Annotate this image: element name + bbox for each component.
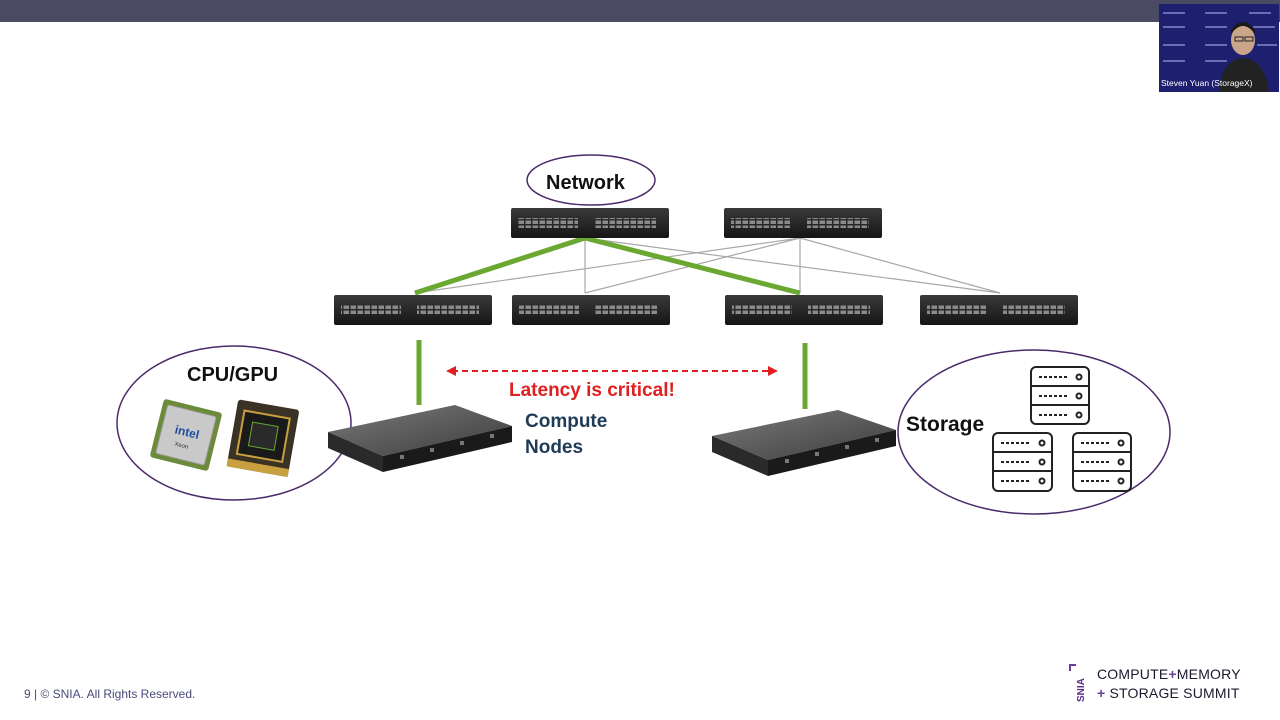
- latency-label: Latency is critical!: [509, 380, 675, 401]
- storage-ellipse: [897, 349, 1171, 515]
- compute-server-left: [328, 405, 512, 472]
- network-ellipse: [526, 154, 656, 206]
- logo-plus-2: +: [1097, 685, 1106, 701]
- network-label: Network: [546, 172, 625, 194]
- link-thin: [584, 237, 1001, 294]
- link-green-right: [584, 235, 801, 296]
- participant-name: Steven Yuan (StorageX): [1161, 78, 1253, 88]
- leaf-switch-3: [725, 295, 883, 325]
- spine-switch-2: [724, 208, 882, 238]
- presentation-slide: intel Xeon: [0, 22, 1280, 720]
- network-diagram: intel Xeon: [116, 154, 1171, 515]
- leaf-switch-2: [512, 295, 670, 325]
- leaf-switch-4: [920, 295, 1078, 325]
- slide-footer: 9 | © SNIA. All Rights Reserved.: [24, 687, 196, 701]
- cpu-gpu-ellipse: [116, 345, 352, 501]
- compute-label-line2: Nodes: [525, 437, 584, 458]
- storage-server-icon-left: [992, 432, 1053, 492]
- storage-server-icon-top: [1030, 366, 1090, 425]
- cpu-gpu-label: CPU/GPU: [187, 364, 279, 386]
- cpu-chip-icon: intel Xeon: [150, 399, 222, 471]
- logo-compute: COMPUTE: [1097, 666, 1169, 682]
- logo-storage-summit: STORAGE SUMMIT: [1109, 685, 1240, 701]
- window-top-bar: [0, 0, 1280, 22]
- chip-brand: intel: [173, 422, 200, 442]
- highlighted-path: [414, 235, 808, 409]
- storage-label: Storage: [906, 413, 985, 436]
- leaf-switch-1: [334, 295, 492, 325]
- link-thin: [799, 237, 1001, 294]
- participant-video-tile[interactable]: Steven Yuan (StorageX): [1159, 4, 1279, 92]
- summit-logo-line1: COMPUTE+MEMORY: [1097, 666, 1241, 682]
- logo-plus-1: +: [1168, 666, 1177, 682]
- compute-nodes-label: Compute Nodes: [525, 409, 607, 461]
- compute-server-right: [712, 410, 896, 476]
- spine-switch-1: [511, 208, 669, 238]
- snia-logo-mark: [1069, 664, 1076, 671]
- storage-server-icon-right: [1072, 432, 1132, 492]
- participant-avatar: [1163, 12, 1277, 92]
- snia-logo-text: SNIA: [1076, 678, 1087, 702]
- gpu-card-icon: [226, 399, 299, 478]
- link-green-left: [414, 235, 586, 296]
- logo-memory: MEMORY: [1176, 666, 1241, 682]
- link-thin: [414, 237, 801, 294]
- chip-model: Xeon: [174, 442, 189, 451]
- latency-arrow: [446, 366, 778, 376]
- summit-logo-line2: + STORAGE SUMMIT: [1097, 685, 1240, 701]
- compute-label-line1: Compute: [525, 411, 608, 432]
